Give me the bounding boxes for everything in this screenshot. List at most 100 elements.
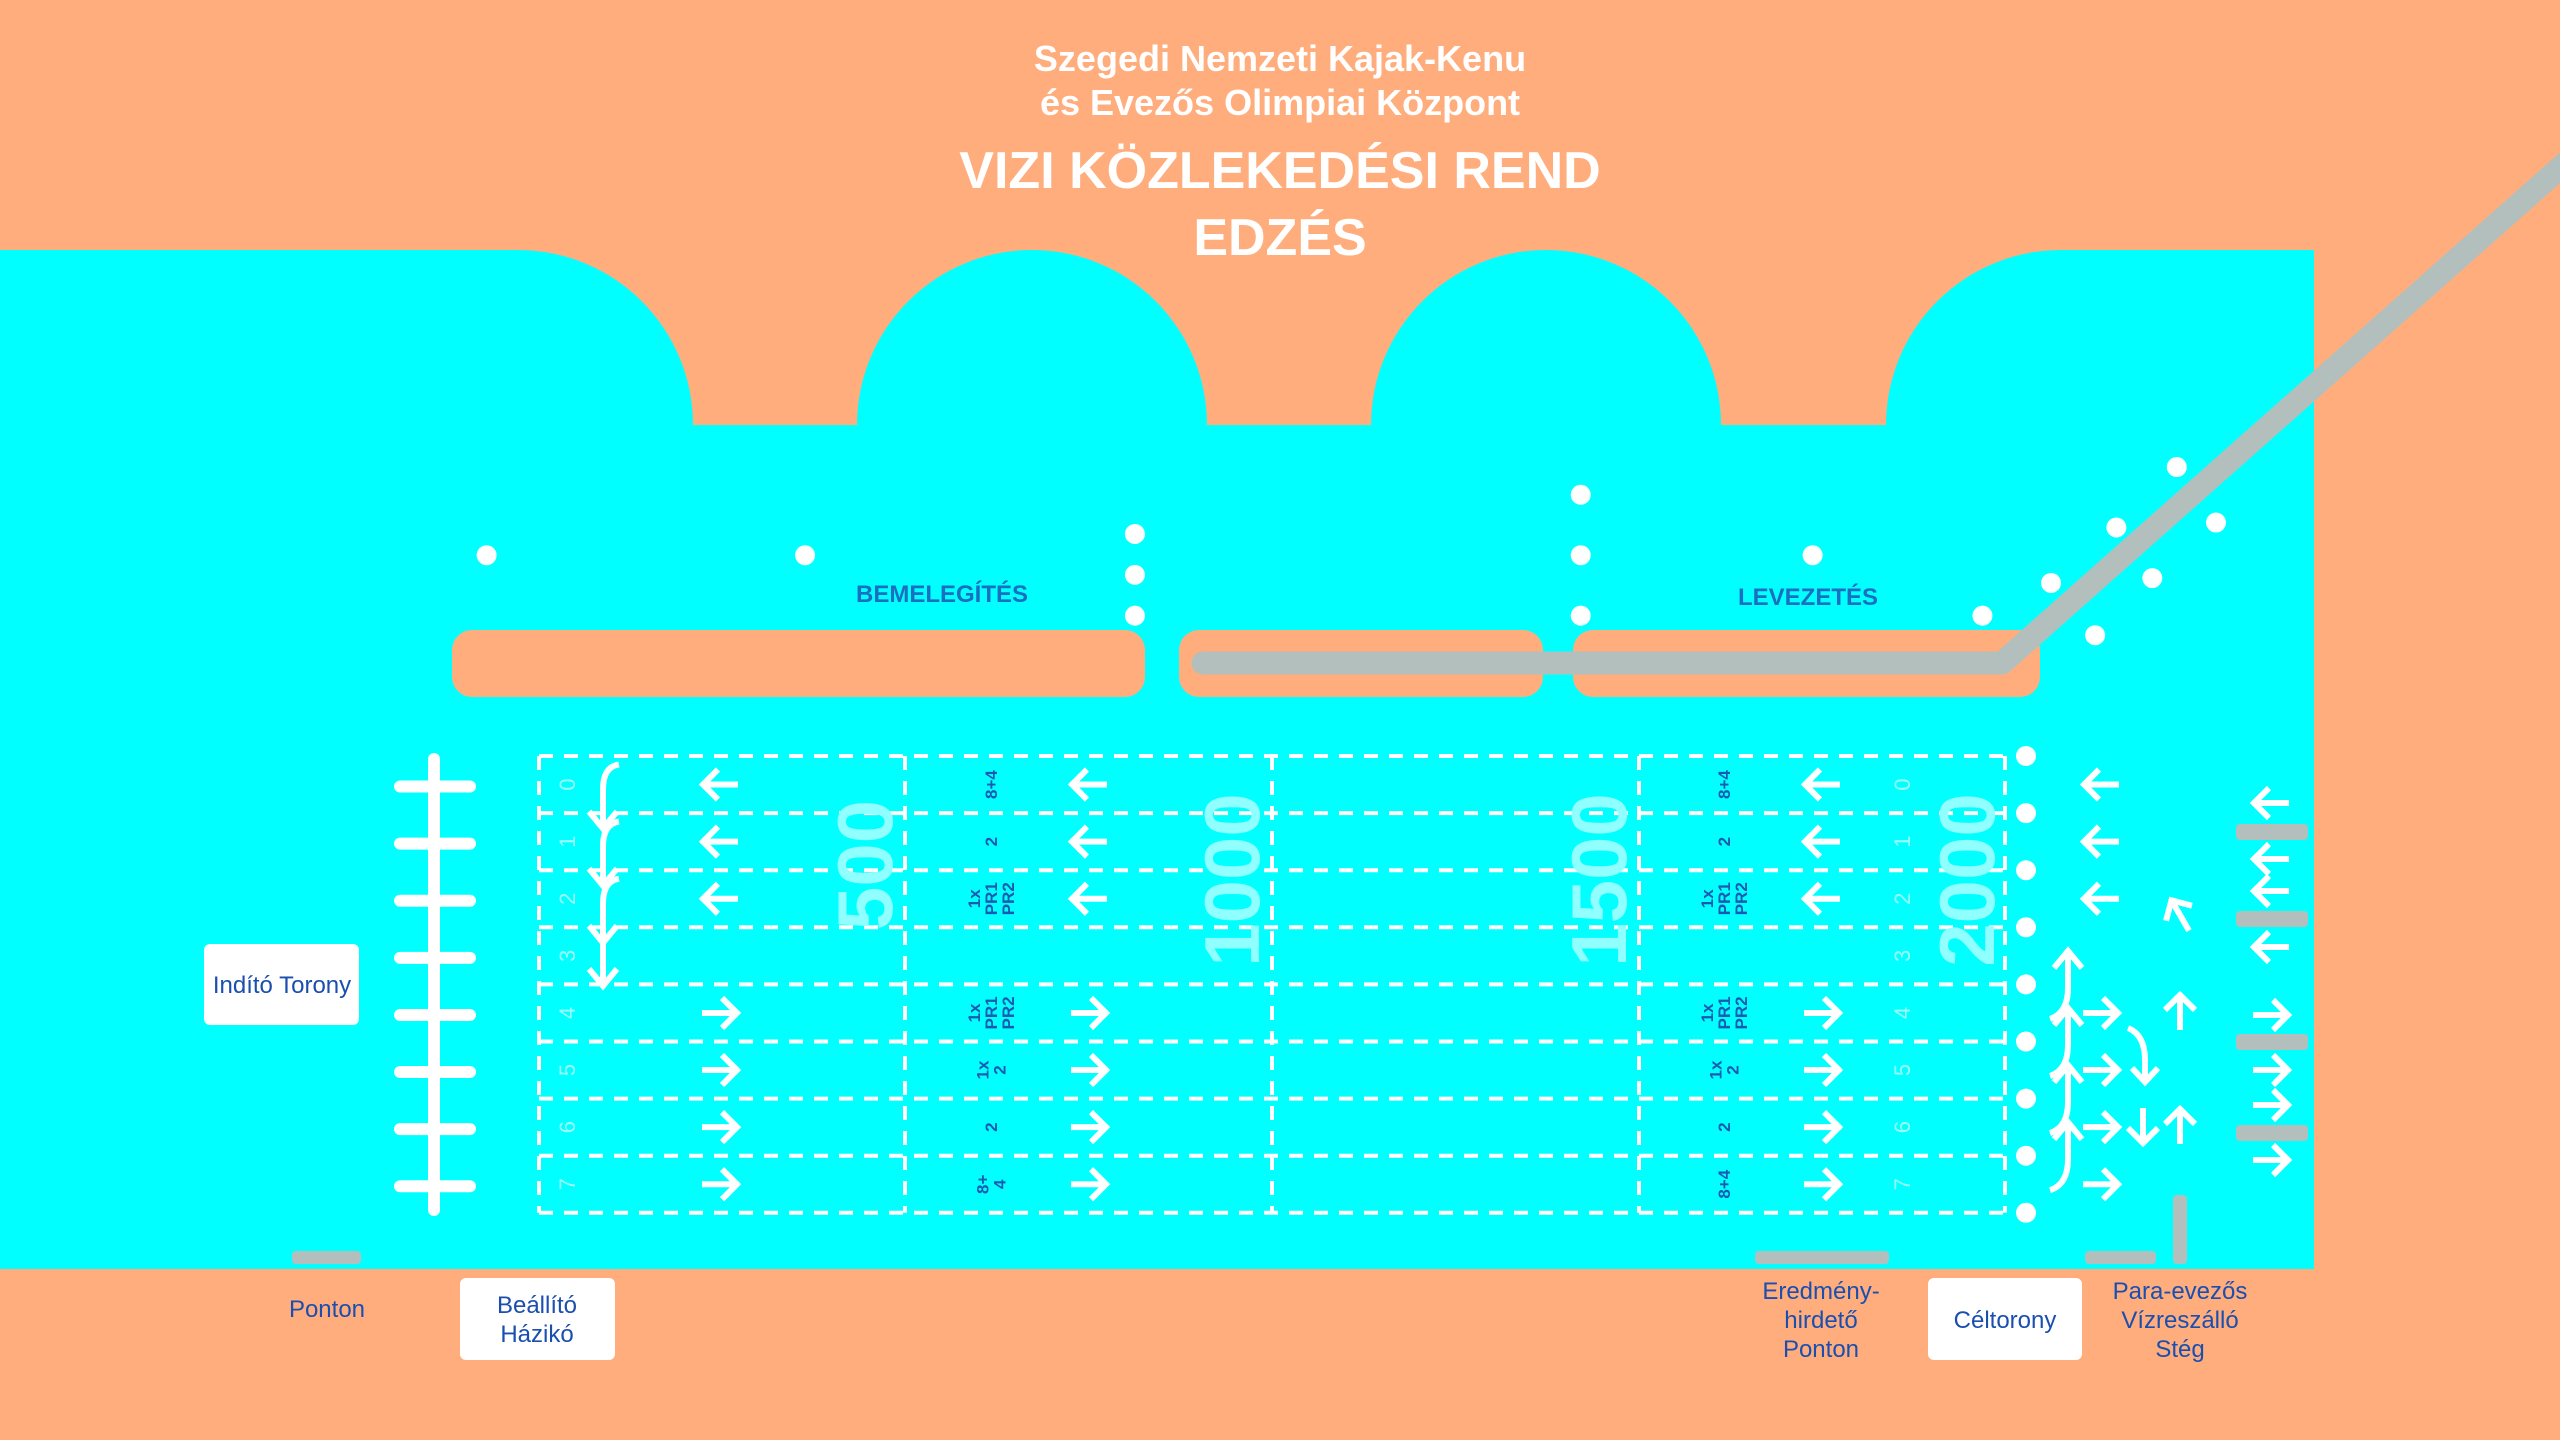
- arrow-right-icon-shape: [702, 995, 742, 1031]
- buoy: [1124, 605, 1145, 626]
- buoys: [476, 457, 2226, 1223]
- arrow-left-icon: [2249, 841, 2289, 877]
- arrow-curved-up-icon: [2048, 1117, 2085, 1194]
- arrow-curved-up-icon: [2048, 946, 2085, 1022]
- arrow-diagonal-icon-shape: [2163, 896, 2193, 933]
- boat-class-label: PR1: [1715, 882, 1734, 915]
- arrow-right-icon-shape: [2253, 1142, 2293, 1178]
- page-title: VIZI KÖZLEKEDÉSI REND: [959, 142, 1600, 200]
- results-pontoon-label-3: Ponton: [1783, 1336, 1859, 1363]
- para-dock-label-3: Stég: [2155, 1336, 2204, 1363]
- pontoon-bar: [2236, 824, 2308, 840]
- boat-class-label: 1x: [974, 1060, 993, 1079]
- arrow-left-icon: [2079, 881, 2119, 916]
- arrow-up-icon-shape: [2162, 990, 2198, 1030]
- lane-number: 6: [555, 1121, 580, 1133]
- buoy: [795, 545, 816, 566]
- distance-marker-1000: 1000: [1188, 793, 1276, 967]
- boat-class-label: PR2: [1732, 996, 1751, 1029]
- finish-buoy: [2016, 1088, 2036, 1109]
- para-dock-post: [2173, 1195, 2187, 1264]
- buoy: [1570, 605, 1591, 626]
- lane-number: 5: [1890, 1064, 1915, 1076]
- arrow-right-icon-shape: [702, 1052, 742, 1088]
- boat-class-label: PR2: [999, 882, 1018, 915]
- finish-tower-box: [1928, 1278, 2082, 1360]
- finish-buoy: [2016, 746, 2036, 766]
- arrow-right-icon: [1071, 1110, 1111, 1145]
- arrow-left-icon-shape: [1067, 767, 1107, 802]
- distance-marker-1500: 1500: [1555, 793, 1643, 967]
- boat-class-label: PR1: [982, 882, 1001, 915]
- arrow-down-icon-shape: [2125, 1108, 2161, 1148]
- pontoon-bar: [292, 1251, 361, 1264]
- arrow-right-icon-shape: [2253, 997, 2293, 1033]
- arrow-left-icon: [1067, 881, 1107, 916]
- arrow-right-icon: [1071, 1052, 1111, 1088]
- buoy: [476, 545, 497, 566]
- start-tower-box: [204, 944, 359, 1025]
- alignment-hut-label-1: Beállító: [497, 1292, 577, 1319]
- arrow-left-icon-shape: [698, 767, 738, 802]
- buoy: [1972, 605, 1993, 626]
- arrow-right-icon: [2253, 1142, 2293, 1178]
- arrow-right-icon-shape: [2083, 1167, 2123, 1202]
- arrow-right-icon: [702, 995, 742, 1031]
- arrow-curved-down-icon: [586, 761, 620, 834]
- right-pontoons: [2236, 824, 2308, 1141]
- lane-number: 1: [1890, 836, 1915, 848]
- facilities: Indító Torony Ponton Beállító Házikó Ere…: [204, 824, 2308, 1363]
- arrow-left-icon-shape: [1067, 881, 1107, 916]
- arrow-left-icon-shape: [1800, 767, 1840, 802]
- arrow-left-icon: [1800, 824, 1840, 859]
- finish-buoy: [2016, 803, 2036, 824]
- boat-class-label: 2: [982, 1122, 1001, 1131]
- finish-buoy: [2016, 1145, 2036, 1166]
- arrow-right-icon-shape: [1071, 995, 1111, 1031]
- distance-marker-2000: 2000: [1923, 793, 2011, 967]
- boat-class-label: 1x: [965, 889, 984, 908]
- lane-number: 6: [1890, 1121, 1915, 1133]
- header-line2: és Evezős Olimpiai Központ: [1040, 82, 1520, 123]
- zone-cooldown-label: LEVEZETÉS: [1738, 583, 1878, 611]
- pontoon-bar: [2236, 1034, 2308, 1050]
- results-pontoon-bar: [1755, 1251, 1889, 1264]
- arrow-left-icon-shape: [2249, 841, 2289, 877]
- arrow-right-icon-shape: [702, 1167, 742, 1202]
- arrow-right-icon: [2253, 997, 2293, 1033]
- finish-buoy: [2016, 974, 2036, 995]
- islands: [452, 630, 2040, 697]
- arrow-right-icon: [2253, 1052, 2293, 1088]
- boat-class-label: 2: [991, 1065, 1010, 1074]
- buoy: [1570, 545, 1591, 566]
- arrow-left-icon: [2079, 767, 2119, 802]
- arrow-curved-up-icon: [2048, 1060, 2085, 1136]
- header: Szegedi Nemzeti Kajak-Kenu és Evezős Oli…: [959, 38, 1600, 267]
- arrow-right-icon-shape: [1804, 1052, 1844, 1088]
- boat-class-label: 8+: [974, 1174, 993, 1193]
- arrow-right-icon: [1804, 1052, 1844, 1088]
- arrow-right-icon: [702, 1052, 742, 1088]
- buoy: [2142, 568, 2163, 589]
- arrow-right-icon-shape: [2083, 995, 2123, 1031]
- lane-number: 4: [555, 1007, 580, 1019]
- arrow-left-icon: [2249, 873, 2289, 909]
- island-1: [452, 630, 1145, 697]
- arrow-left-icon: [2249, 785, 2289, 821]
- start-tower-label: Indító Torony: [213, 972, 351, 999]
- pontoon-label: Ponton: [289, 1296, 365, 1323]
- arrow-right-icon: [1804, 1167, 1844, 1202]
- arrow-up-icon-shape: [2162, 1104, 2198, 1144]
- arrow-left-icon-shape: [2249, 873, 2289, 909]
- boat-class-label: 8+4: [1715, 770, 1734, 799]
- arrow-right-icon-shape: [1071, 1052, 1111, 1088]
- finish-buoy: [2016, 917, 2036, 938]
- boat-class-label: 4: [991, 1179, 1010, 1189]
- arrow-right-icon-shape: [1804, 1110, 1844, 1145]
- lane-number: 4: [1890, 1007, 1915, 1019]
- arrow-left-icon: [698, 767, 738, 802]
- boat-class-label: 2: [1715, 1122, 1734, 1131]
- arrow-left-icon: [2079, 824, 2119, 859]
